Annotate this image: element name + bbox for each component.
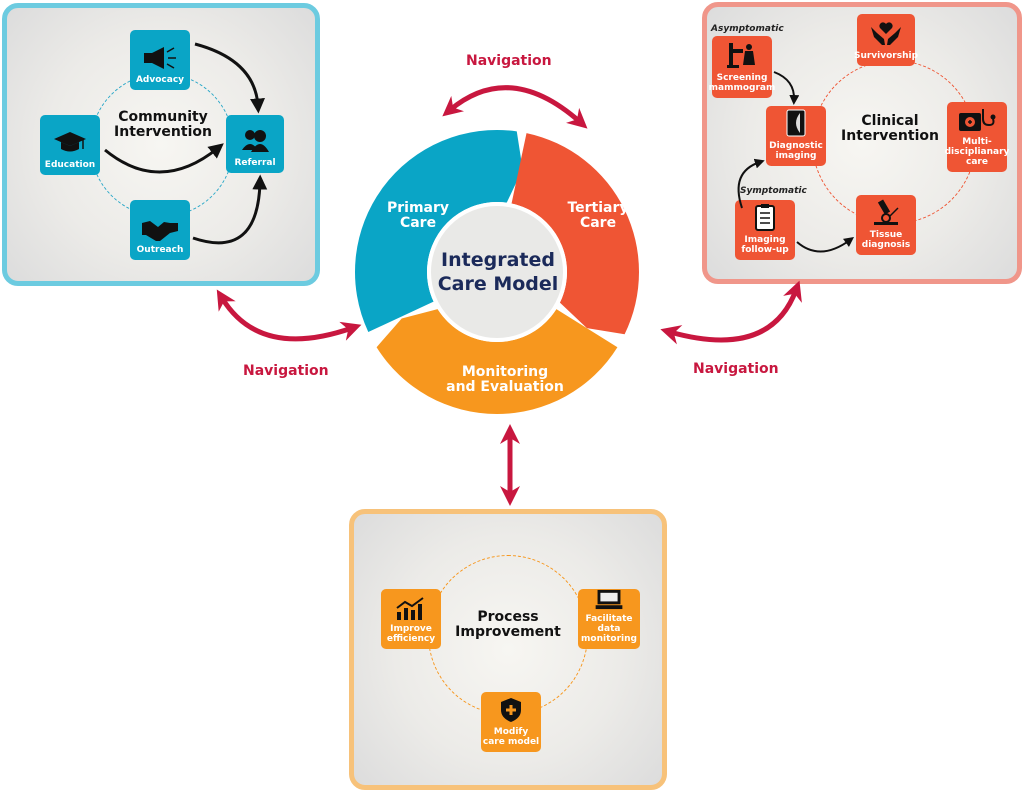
tile-label: Improve [390, 624, 432, 634]
segment-label: Monitoring [461, 364, 549, 380]
megaphone-icon [144, 47, 176, 69]
tile-label: Survivorship [853, 51, 919, 61]
tile-education[interactable]: Education [40, 115, 100, 175]
wheel-segment-primary[interactable] [355, 129, 523, 333]
title-line: Clinical [861, 113, 919, 129]
tile-advocacy[interactable]: Advocacy [130, 30, 190, 90]
tile-label: data [597, 624, 621, 634]
tile-label: imaging [775, 151, 817, 161]
tile-label: Multi- [962, 137, 992, 147]
title-line: Integrated [441, 249, 555, 271]
title-line: Process [477, 609, 539, 625]
tile-label: Tissue [869, 230, 903, 240]
tile-referral[interactable]: Referral [226, 115, 284, 173]
tile-label: follow-up [741, 245, 789, 255]
navigation-label-top: Navigation [466, 53, 552, 69]
xray-icon [786, 109, 806, 137]
tile-label: Referral [234, 158, 276, 168]
tile-outreach[interactable]: Outreach [130, 200, 190, 260]
tile-label: Modify [493, 727, 529, 737]
navigation-label-right: Navigation [693, 361, 779, 377]
tile-label: monitoring [581, 634, 637, 644]
title-line: Care Model [437, 273, 559, 295]
segment-label: and Evaluation [446, 379, 564, 395]
shield-plus-icon [501, 698, 521, 722]
navigation-arrow-left [216, 289, 362, 342]
computer-icon [595, 589, 623, 610]
handshake-icon [142, 221, 178, 241]
symptomatic-label: Symptomatic [740, 186, 807, 196]
tile-label: Outreach [136, 245, 184, 255]
tile-label: mammogram [708, 83, 776, 93]
community-ring [90, 73, 234, 217]
navigation-arrow-right [660, 280, 802, 345]
graduation-cap-icon [54, 132, 86, 152]
segment-label: Care [399, 215, 437, 231]
heart-hands-icon [871, 22, 901, 45]
title-line: Improvement [455, 624, 561, 640]
tile-survivorship[interactable]: Survivorship [853, 14, 919, 66]
segment-label: Tertiary [567, 200, 629, 216]
clipboard-icon [755, 204, 775, 231]
wheel-segment-tertiary[interactable] [511, 133, 639, 335]
asymptomatic-label: Asymptomatic [711, 24, 784, 34]
title-line: Intervention [841, 128, 939, 144]
tile-label: Screening [716, 73, 768, 83]
chart-up-icon [396, 597, 424, 620]
title-line: Community [118, 109, 208, 125]
tile-label: efficiency [386, 634, 436, 644]
tile-label: Facilitate [585, 614, 633, 624]
tile-label: care model [482, 737, 540, 747]
navigation-arrow-top [442, 85, 588, 129]
tile-label: disciplianary [944, 147, 1010, 157]
wheel-segment-monitoring[interactable] [376, 309, 618, 414]
microscope-icon [874, 199, 899, 225]
tile-label: Diagnostic [769, 141, 823, 151]
tile-label: care [966, 157, 988, 167]
tile-label: diagnosis [861, 240, 911, 250]
people-icon [242, 130, 269, 152]
medical-kit-stethoscope-icon [959, 109, 996, 131]
title-line: Intervention [114, 124, 212, 140]
segment-label: Care [579, 215, 617, 231]
mammogram-machine-icon [727, 43, 755, 68]
tile-label: Imaging [744, 235, 786, 245]
tile-label: Advocacy [135, 75, 185, 85]
navigation-label-left: Navigation [243, 363, 329, 379]
tile-label: Education [44, 160, 96, 170]
segment-label: Primary [386, 200, 450, 216]
